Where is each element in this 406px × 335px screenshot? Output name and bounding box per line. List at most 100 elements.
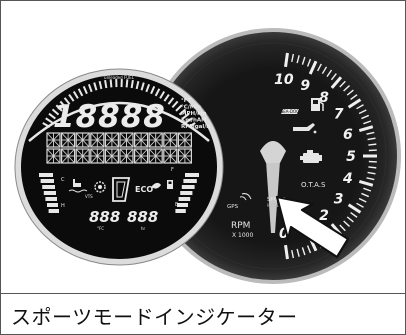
lcd-top-bar: [55, 104, 63, 112]
lcd-c-marker: C: [61, 177, 65, 183]
tach-major-tick: [284, 244, 289, 260]
lcd-matrix-cell: [119, 148, 134, 164]
lcd-matrix-cell: [134, 148, 149, 164]
lcd-left-bar: [39, 173, 53, 177]
lcd-top-bar: [42, 122, 51, 128]
tach-major-tick: [358, 125, 374, 133]
sport-mode-pointer-arrow: [275, 195, 350, 259]
tach-major-tick: [330, 76, 343, 89]
tach-minor-tick: [306, 245, 312, 254]
lcd-top-bar: [159, 90, 166, 99]
lcd-top-bar: [187, 122, 196, 128]
brand-logo: SEA-DOO: [281, 109, 299, 114]
lcd-top-bar-segments: [42, 79, 196, 128]
tach-number-7: 7: [334, 107, 344, 123]
lcd-h-marker: H: [61, 203, 65, 209]
lcd-top-bar: [185, 117, 193, 124]
tach-minor-tick: [350, 211, 358, 218]
lcd-top-bar: [163, 93, 170, 102]
gauge-illustration: 012345678910 SEA-DOO O.T.A.S GPS: [14, 28, 401, 284]
lcd-left-bar-segments: [39, 173, 59, 213]
tach-needle-hub: [260, 141, 286, 163]
lcd-matrix-cell: [90, 132, 105, 148]
tach-minor-tick: [363, 187, 372, 192]
lcd-unit-label: °FT: [181, 98, 192, 104]
lcd-matrix-cell: [46, 132, 61, 148]
rpm-multiplier-label: X 1000: [232, 232, 253, 239]
lcd-left-bar: [47, 203, 58, 207]
lcd-right-bar: [177, 203, 188, 207]
lcd-top-bar: [72, 90, 79, 99]
caption-divider: [1, 293, 405, 294]
lcd-dot-matrix: [46, 132, 192, 164]
lcd-unit-label: °C/Min: [181, 105, 201, 111]
tach-minor-tick: [350, 94, 358, 101]
lcd-matrix-cell: [75, 148, 90, 164]
tach-major-tick: [358, 179, 374, 187]
sport-mode-label: SPORT: [267, 197, 286, 203]
fuel-icon: [311, 98, 324, 111]
lcd-unit-label: Km/hAM: [181, 118, 207, 124]
lcd-bottom-left-digits: 888: [89, 208, 120, 226]
svg-text:GPS: GPS: [227, 204, 239, 210]
lcd-matrix-cell: [104, 132, 120, 148]
tach-minor-tick: [326, 69, 333, 78]
lcd-unit-label: MPH/km: [181, 111, 207, 117]
lcd-left-bar: [40, 179, 54, 183]
lcd-matrix-cell: [148, 132, 163, 148]
tach-minor-tick: [367, 171, 376, 175]
tach-minor-tick: [316, 63, 322, 72]
tach-number-8: 8: [319, 90, 329, 106]
fuel-small-icon: [167, 180, 173, 189]
eco-label: ECO: [135, 185, 153, 194]
lcd-top-bar: [98, 80, 103, 90]
tach-minor-tick: [339, 80, 346, 88]
tach-number-0: 0: [279, 226, 289, 242]
sport-mode-sub-label: MODE: [267, 203, 280, 208]
lcd-unit-label: RPMgal/h: [181, 124, 210, 130]
lcd-top-label: unleaded FUEL: [104, 75, 135, 80]
tach-minor-tick: [301, 56, 306, 65]
lcd-matrix-cell: [134, 132, 149, 148]
lcd-top-bar: [104, 79, 108, 89]
lcd-main-digits: 18888: [53, 99, 166, 135]
figure-caption: スポーツモードインジケーター: [11, 305, 298, 329]
tach-major-tick: [308, 60, 318, 75]
tach-minor-tick: [306, 58, 312, 67]
tach-minor-tick: [343, 85, 350, 92]
lcd-top-bar: [182, 112, 190, 120]
lcd-matrix-cell: [75, 132, 90, 148]
lcd-top-bar: [87, 83, 93, 93]
lcd-matrix-cell: [148, 148, 163, 164]
otas-label: O.T.A.S: [301, 181, 326, 189]
lcd-e-marker: E: [175, 202, 178, 208]
tach-minor-tick: [358, 197, 367, 203]
tach-minor-tick: [291, 250, 295, 259]
lcd-right-bar-segments: [175, 173, 199, 213]
lcd-top-bar: [140, 82, 145, 91]
tach-minor-tick: [296, 248, 300, 257]
lcd-bottom-digits: 888 888 °FC hr: [89, 208, 158, 231]
lcd-top-bar: [150, 85, 156, 95]
tach-major-tick: [347, 98, 362, 109]
tach-minor-tick: [296, 55, 300, 64]
lcd-top-bar: [130, 79, 134, 89]
tach-major-tick: [347, 203, 362, 214]
lcd-matrix-cell: [163, 148, 178, 164]
lcd-top-bar: [48, 112, 56, 120]
tach-minor-tick: [291, 53, 295, 62]
tach-minor-tick: [366, 131, 375, 135]
gear-icon: [94, 181, 106, 193]
tach-number-5: 5: [346, 149, 356, 165]
tach-minor-tick: [330, 73, 337, 81]
tach-major-tick: [284, 52, 289, 68]
gps-indicator: GPS: [227, 193, 252, 210]
tach-number-9: 9: [300, 78, 310, 94]
lcd-right-bar: [178, 197, 191, 201]
tach-minor-tick: [363, 120, 372, 125]
tach-number-2: 2: [319, 208, 329, 224]
tach-minor-tick: [339, 224, 346, 232]
lcd-matrix-cell: [163, 132, 178, 148]
